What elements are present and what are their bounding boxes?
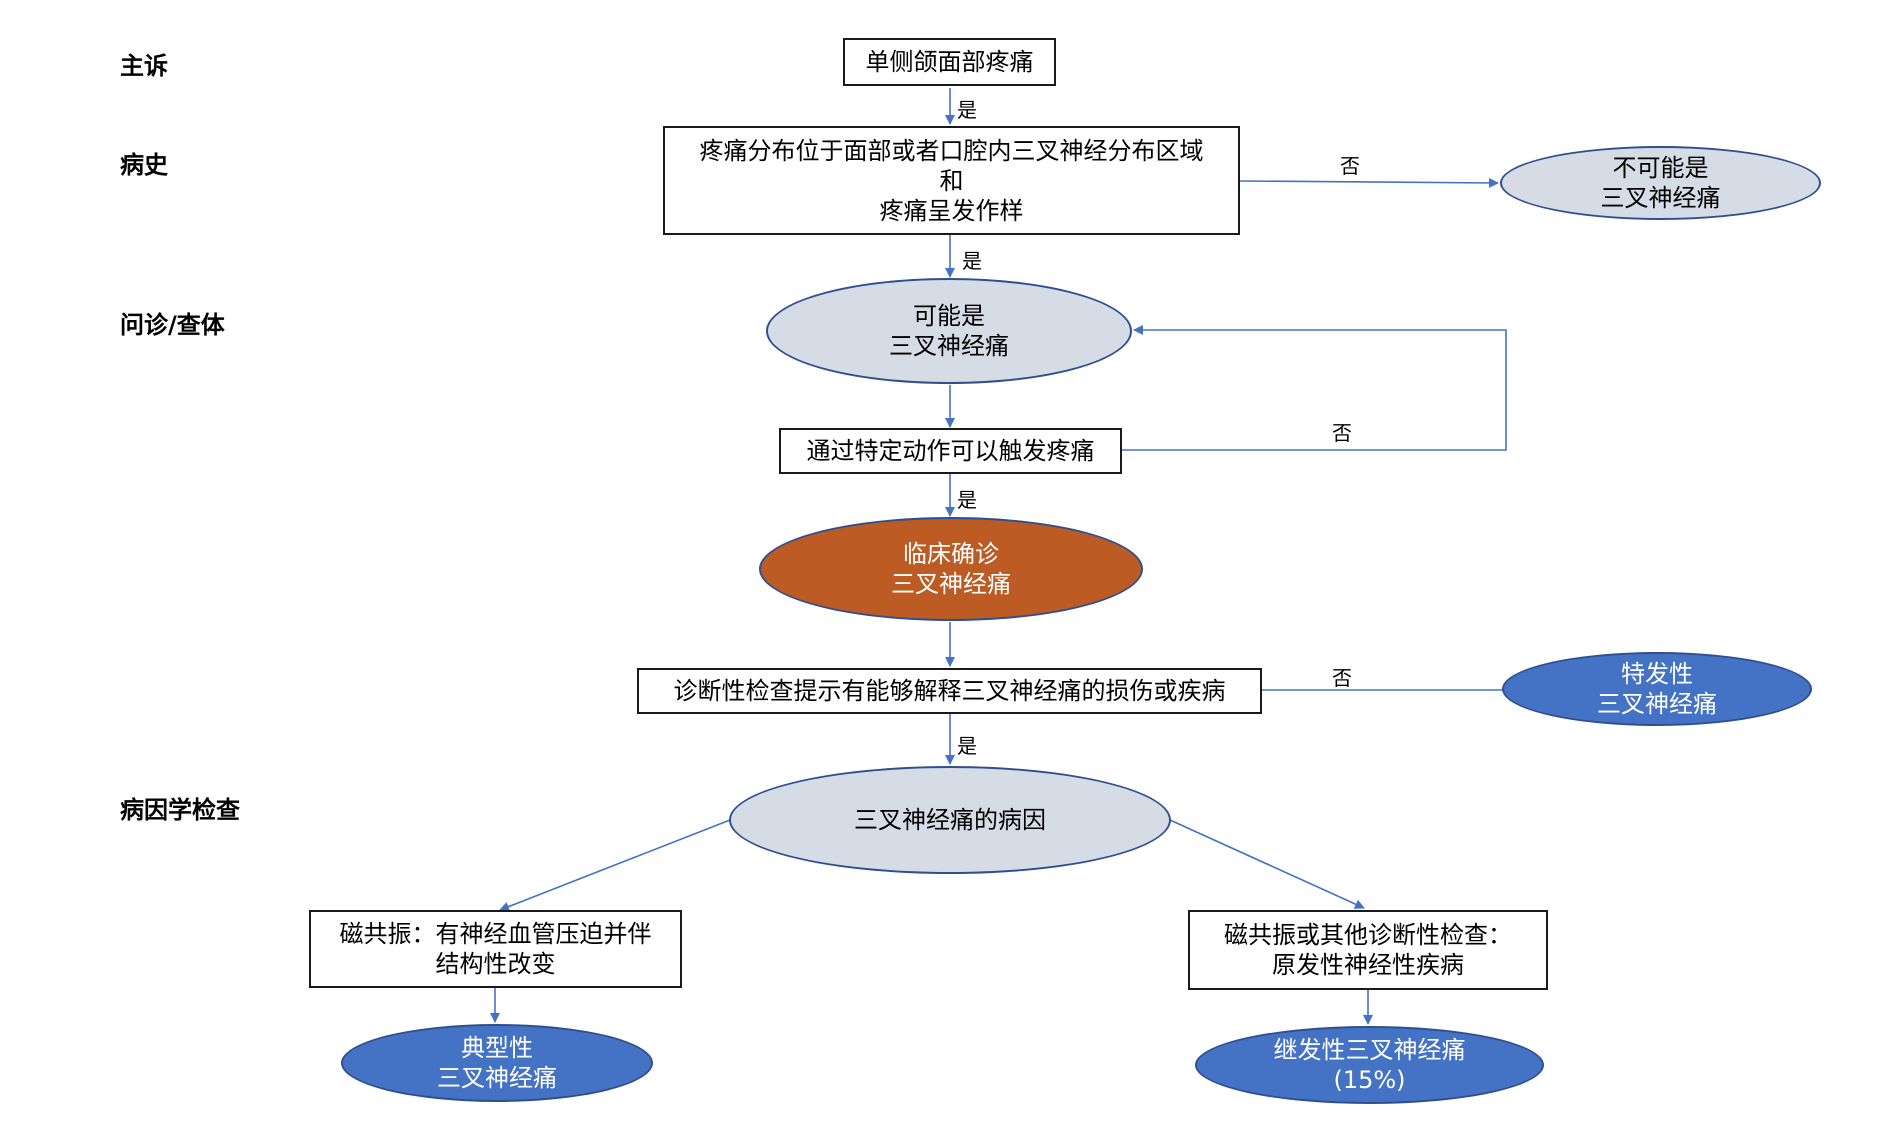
node-text: 通过特定动作可以触发疼痛 [806, 437, 1095, 465]
node-text: 继发性三叉神经痛 [1273, 1036, 1466, 1064]
edge-trigger-loop-back [1122, 325, 1507, 451]
node-text: 典型性 [461, 1034, 533, 1062]
edge-label-yes: 是 [957, 98, 977, 122]
node-text: 和 [939, 166, 964, 195]
node-text: 三叉神经痛的病因 [854, 806, 1046, 834]
edge-label-no: 否 [1332, 666, 1352, 690]
edge-label-yes: 是 [957, 488, 977, 512]
node-mri-other: 磁共振或其他诊断性检查： 原发性神经性疾病 [1188, 910, 1548, 990]
node-text: 三叉神经痛 [437, 1064, 557, 1092]
edge-etiology-to-mri-other [1169, 819, 1365, 909]
node-text: 不可能是 [1612, 154, 1709, 182]
stage-exam: 问诊/查体 [120, 311, 225, 339]
node-text: 磁共振：有神经血管压迫并伴 [339, 920, 652, 948]
edge-label-yes: 是 [957, 734, 977, 758]
node-text: 三叉神经痛 [891, 570, 1011, 598]
edge-etiology-to-mri-compression [499, 819, 731, 912]
node-text: 三叉神经痛 [1600, 184, 1721, 212]
edge-history-to-not-tn [1239, 177, 1499, 188]
stage-etiology: 病因学检查 [120, 796, 240, 824]
node-text: 三叉神经痛 [1597, 690, 1717, 718]
node-idiopathic-tn: 特发性 三叉神经痛 [1502, 652, 1812, 726]
stage-chief-complaint: 主诉 [120, 52, 168, 80]
node-text: 特发性 [1621, 660, 1693, 688]
node-trigger-test: 通过特定动作可以触发疼痛 [779, 428, 1122, 474]
node-diagnostic-test: 诊断性检查提示有能够解释三叉神经痛的损伤或疾病 [637, 668, 1262, 714]
node-pain-distribution: 疼痛分布位于面部或者口腔内三叉神经分布区域 和 疼痛呈发作样 [663, 126, 1240, 235]
node-text: 疼痛呈发作样 [879, 196, 1024, 225]
node-text: 单侧颌面部疼痛 [865, 48, 1034, 76]
node-text: 疼痛分布位于面部或者口腔内三叉神经分布区域 [699, 136, 1204, 165]
node-mri-compression: 磁共振：有神经血管压迫并伴 结构性改变 [309, 910, 682, 988]
edge-label-no: 否 [1332, 421, 1352, 445]
node-not-tn: 不可能是 三叉神经痛 [1500, 146, 1821, 220]
node-possible-tn: 可能是 三叉神经痛 [766, 278, 1132, 384]
node-text: 原发性神经性疾病 [1272, 951, 1464, 979]
node-text: 磁共振或其他诊断性检查： [1224, 921, 1512, 949]
node-text: 可能是 [913, 302, 985, 330]
node-text: 三叉神经痛 [889, 332, 1009, 360]
node-text: 结构性改变 [435, 950, 556, 978]
node-clinical-diagnosis: 临床确诊 三叉神经痛 [759, 517, 1143, 621]
node-tn-etiology: 三叉神经痛的病因 [729, 766, 1171, 874]
node-text: (15%) [1333, 1066, 1406, 1094]
node-text: 诊断性检查提示有能够解释三叉神经痛的损伤或疾病 [673, 677, 1226, 705]
node-secondary-tn: 继发性三叉神经痛 (15%) [1195, 1026, 1544, 1104]
edge-label-no: 否 [1340, 154, 1360, 178]
stage-history: 病史 [120, 151, 168, 179]
edge-label-yes: 是 [962, 249, 982, 273]
node-unilateral-facial-pain: 单侧颌面部疼痛 [843, 38, 1056, 86]
node-classic-tn: 典型性 三叉神经痛 [341, 1024, 653, 1102]
node-text: 临床确诊 [903, 540, 999, 568]
